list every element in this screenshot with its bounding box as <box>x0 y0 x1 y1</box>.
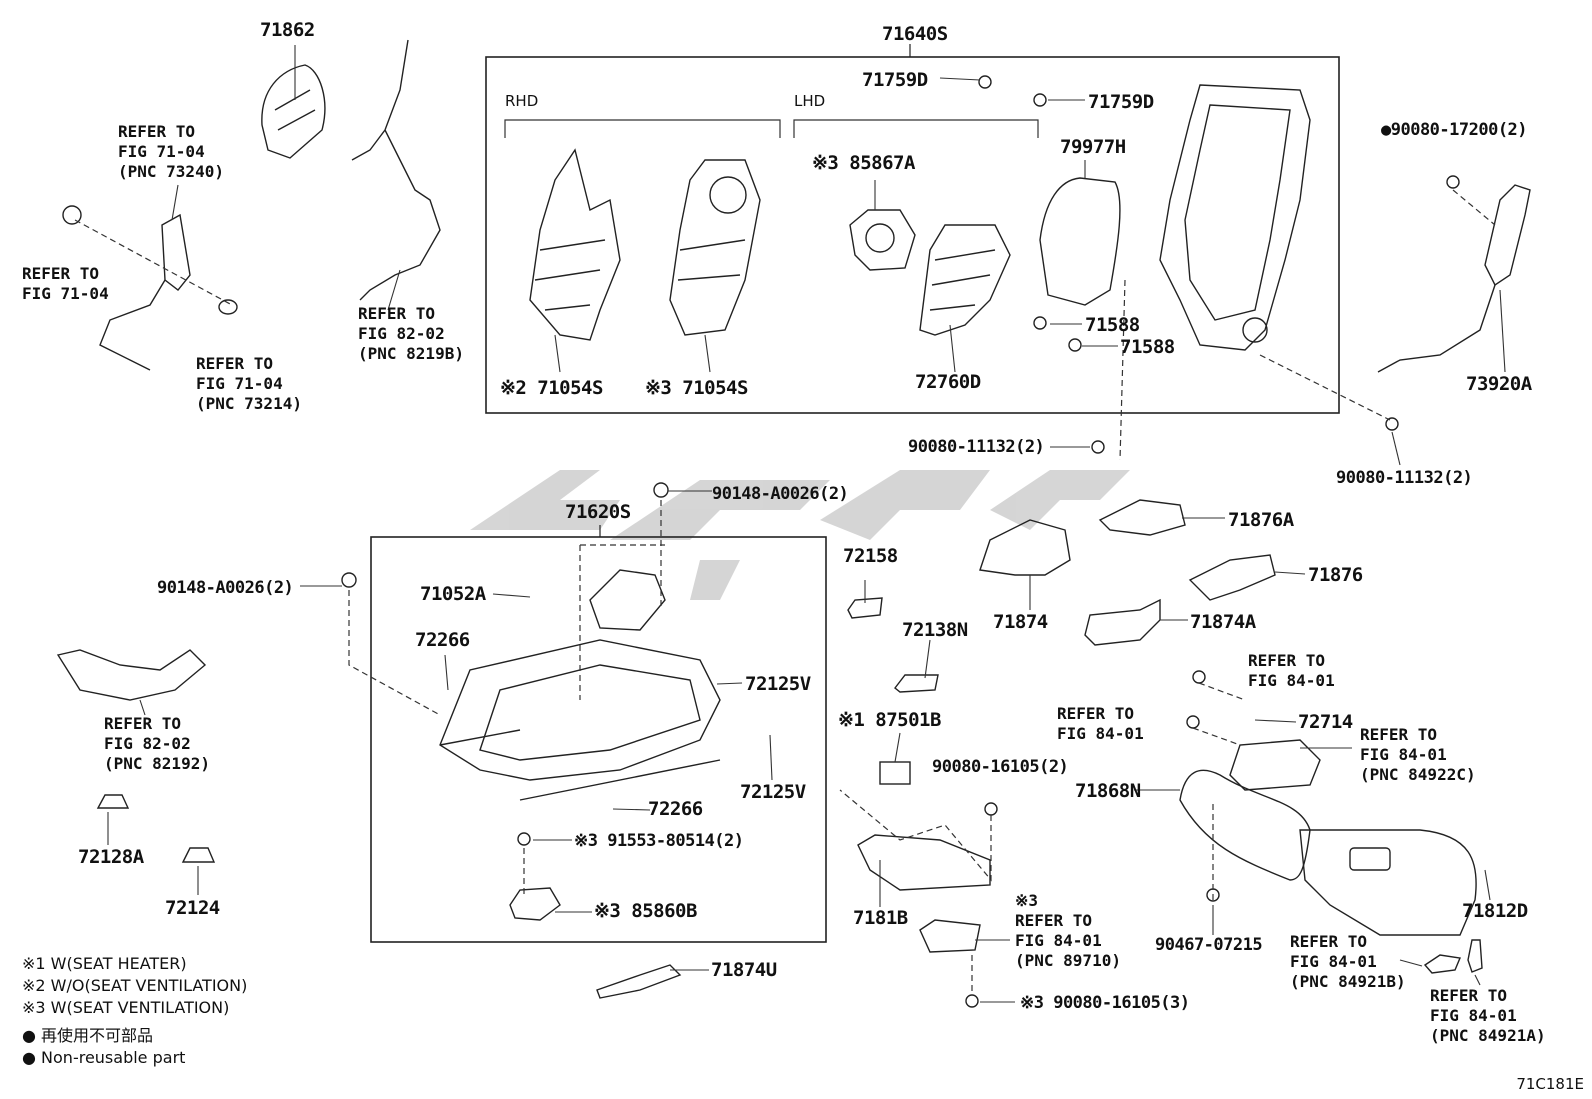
legend-note: ※1 W(SEAT HEATER) <box>22 954 187 973</box>
part-label-73920a: 73920A <box>1466 373 1532 395</box>
part-label-71588: 71588 <box>1085 314 1140 336</box>
part-label-71759d: 71759D <box>862 69 928 91</box>
refer-note: REFER TO FIG 84-01 (PNC 84921B) <box>1290 932 1406 991</box>
part-label-72138n: 72138N <box>902 619 968 641</box>
part-label-90148-a0026: 90148-A0026(2) <box>712 484 849 504</box>
watermark-logo <box>470 470 1130 600</box>
part-label-71874a: 71874A <box>1190 611 1256 633</box>
part-label-71862: 71862 <box>260 19 315 41</box>
part-label-71054s: ※3 71054S <box>645 377 748 399</box>
part-label-90148-a0026: 90148-A0026(2) <box>157 578 294 598</box>
part-label-71876a: 71876A <box>1228 509 1294 531</box>
rhd-label: RHD <box>505 92 539 110</box>
part-label-85860b: ※3 85860B <box>594 900 697 922</box>
part-label-71868n: 71868N <box>1075 780 1141 802</box>
seat-back-assy-label: 71640S <box>882 23 948 45</box>
part-label-72266: 72266 <box>648 798 703 820</box>
part-label-72125v: 72125V <box>740 781 806 803</box>
part-label-71759d: 71759D <box>1088 91 1154 113</box>
legend-note: ※3 W(SEAT VENTILATION) <box>22 998 230 1017</box>
part-label-90080-11132: 90080-11132(2) <box>908 437 1045 457</box>
seat-cushion-assy-label: 71620S <box>565 501 631 523</box>
part-label-71812d: 71812D <box>1462 900 1528 922</box>
cushion-box <box>370 536 827 943</box>
legend-note: ※2 W/O(SEAT VENTILATION) <box>22 976 248 995</box>
refer-note: REFER TO FIG 71-04 (PNC 73240) <box>118 122 224 181</box>
refer-note: REFER TO FIG 71-04 <box>22 264 109 303</box>
part-label-72158: 72158 <box>843 545 898 567</box>
refer-note: REFER TO FIG 84-01 (PNC 84922C) <box>1360 725 1476 784</box>
legend-note: ● 再使用不可部品 <box>22 1026 154 1045</box>
part-label-71874u: 71874U <box>711 959 777 981</box>
part-label-72760d: 72760D <box>915 371 981 393</box>
part-label-87501b: ※1 87501B <box>838 709 941 731</box>
refer-note: REFER TO FIG 84-01 <box>1248 651 1335 690</box>
part-label-71588: 71588 <box>1120 336 1175 358</box>
part-label-72124: 72124 <box>165 897 220 919</box>
part-label-7181b: 7181B <box>853 907 908 929</box>
refer-note: ※3 REFER TO FIG 84-01 (PNC 89710) <box>1015 891 1121 970</box>
part-label-72266: 72266 <box>415 629 470 651</box>
part-label-90080-17200: ●90080-17200(2) <box>1381 120 1528 140</box>
part-label-90467-07215: 90467-07215 <box>1155 935 1263 955</box>
part-label-79977h: 79977H <box>1060 136 1126 158</box>
legend-note: ● Non-reusable part <box>22 1048 186 1067</box>
part-label-71876: 71876 <box>1308 564 1363 586</box>
refer-note: REFER TO FIG 71-04 (PNC 73214) <box>196 354 302 413</box>
part-label-90080-16105: 90080-16105(2) <box>932 757 1069 777</box>
part-label-90080-16105: ※3 90080-16105(3) <box>1020 993 1190 1013</box>
part-label-72714: 72714 <box>1298 711 1353 733</box>
part-label-91553-80514: ※3 91553-80514(2) <box>574 831 744 851</box>
refer-note: REFER TO FIG 84-01 (PNC 84921A) <box>1430 986 1546 1045</box>
part-label-71054s: ※2 71054S <box>500 377 603 399</box>
part-label-90080-11132: 90080-11132(2) <box>1336 468 1473 488</box>
refer-note: REFER TO FIG 82-02 (PNC 8219B) <box>358 304 464 363</box>
part-label-72128a: 72128A <box>78 846 144 868</box>
seat-back-box <box>485 56 1340 414</box>
refer-note: REFER TO FIG 84-01 <box>1057 704 1144 743</box>
part-label-71052a: 71052A <box>420 583 486 605</box>
part-label-85867a: ※3 85867A <box>812 152 915 174</box>
refer-note: REFER TO FIG 82-02 (PNC 82192) <box>104 714 210 773</box>
part-label-71874: 71874 <box>993 611 1048 633</box>
figure-code: 71C181E <box>1516 1075 1584 1093</box>
part-label-72125v: 72125V <box>745 673 811 695</box>
lhd-label: LHD <box>794 92 826 110</box>
